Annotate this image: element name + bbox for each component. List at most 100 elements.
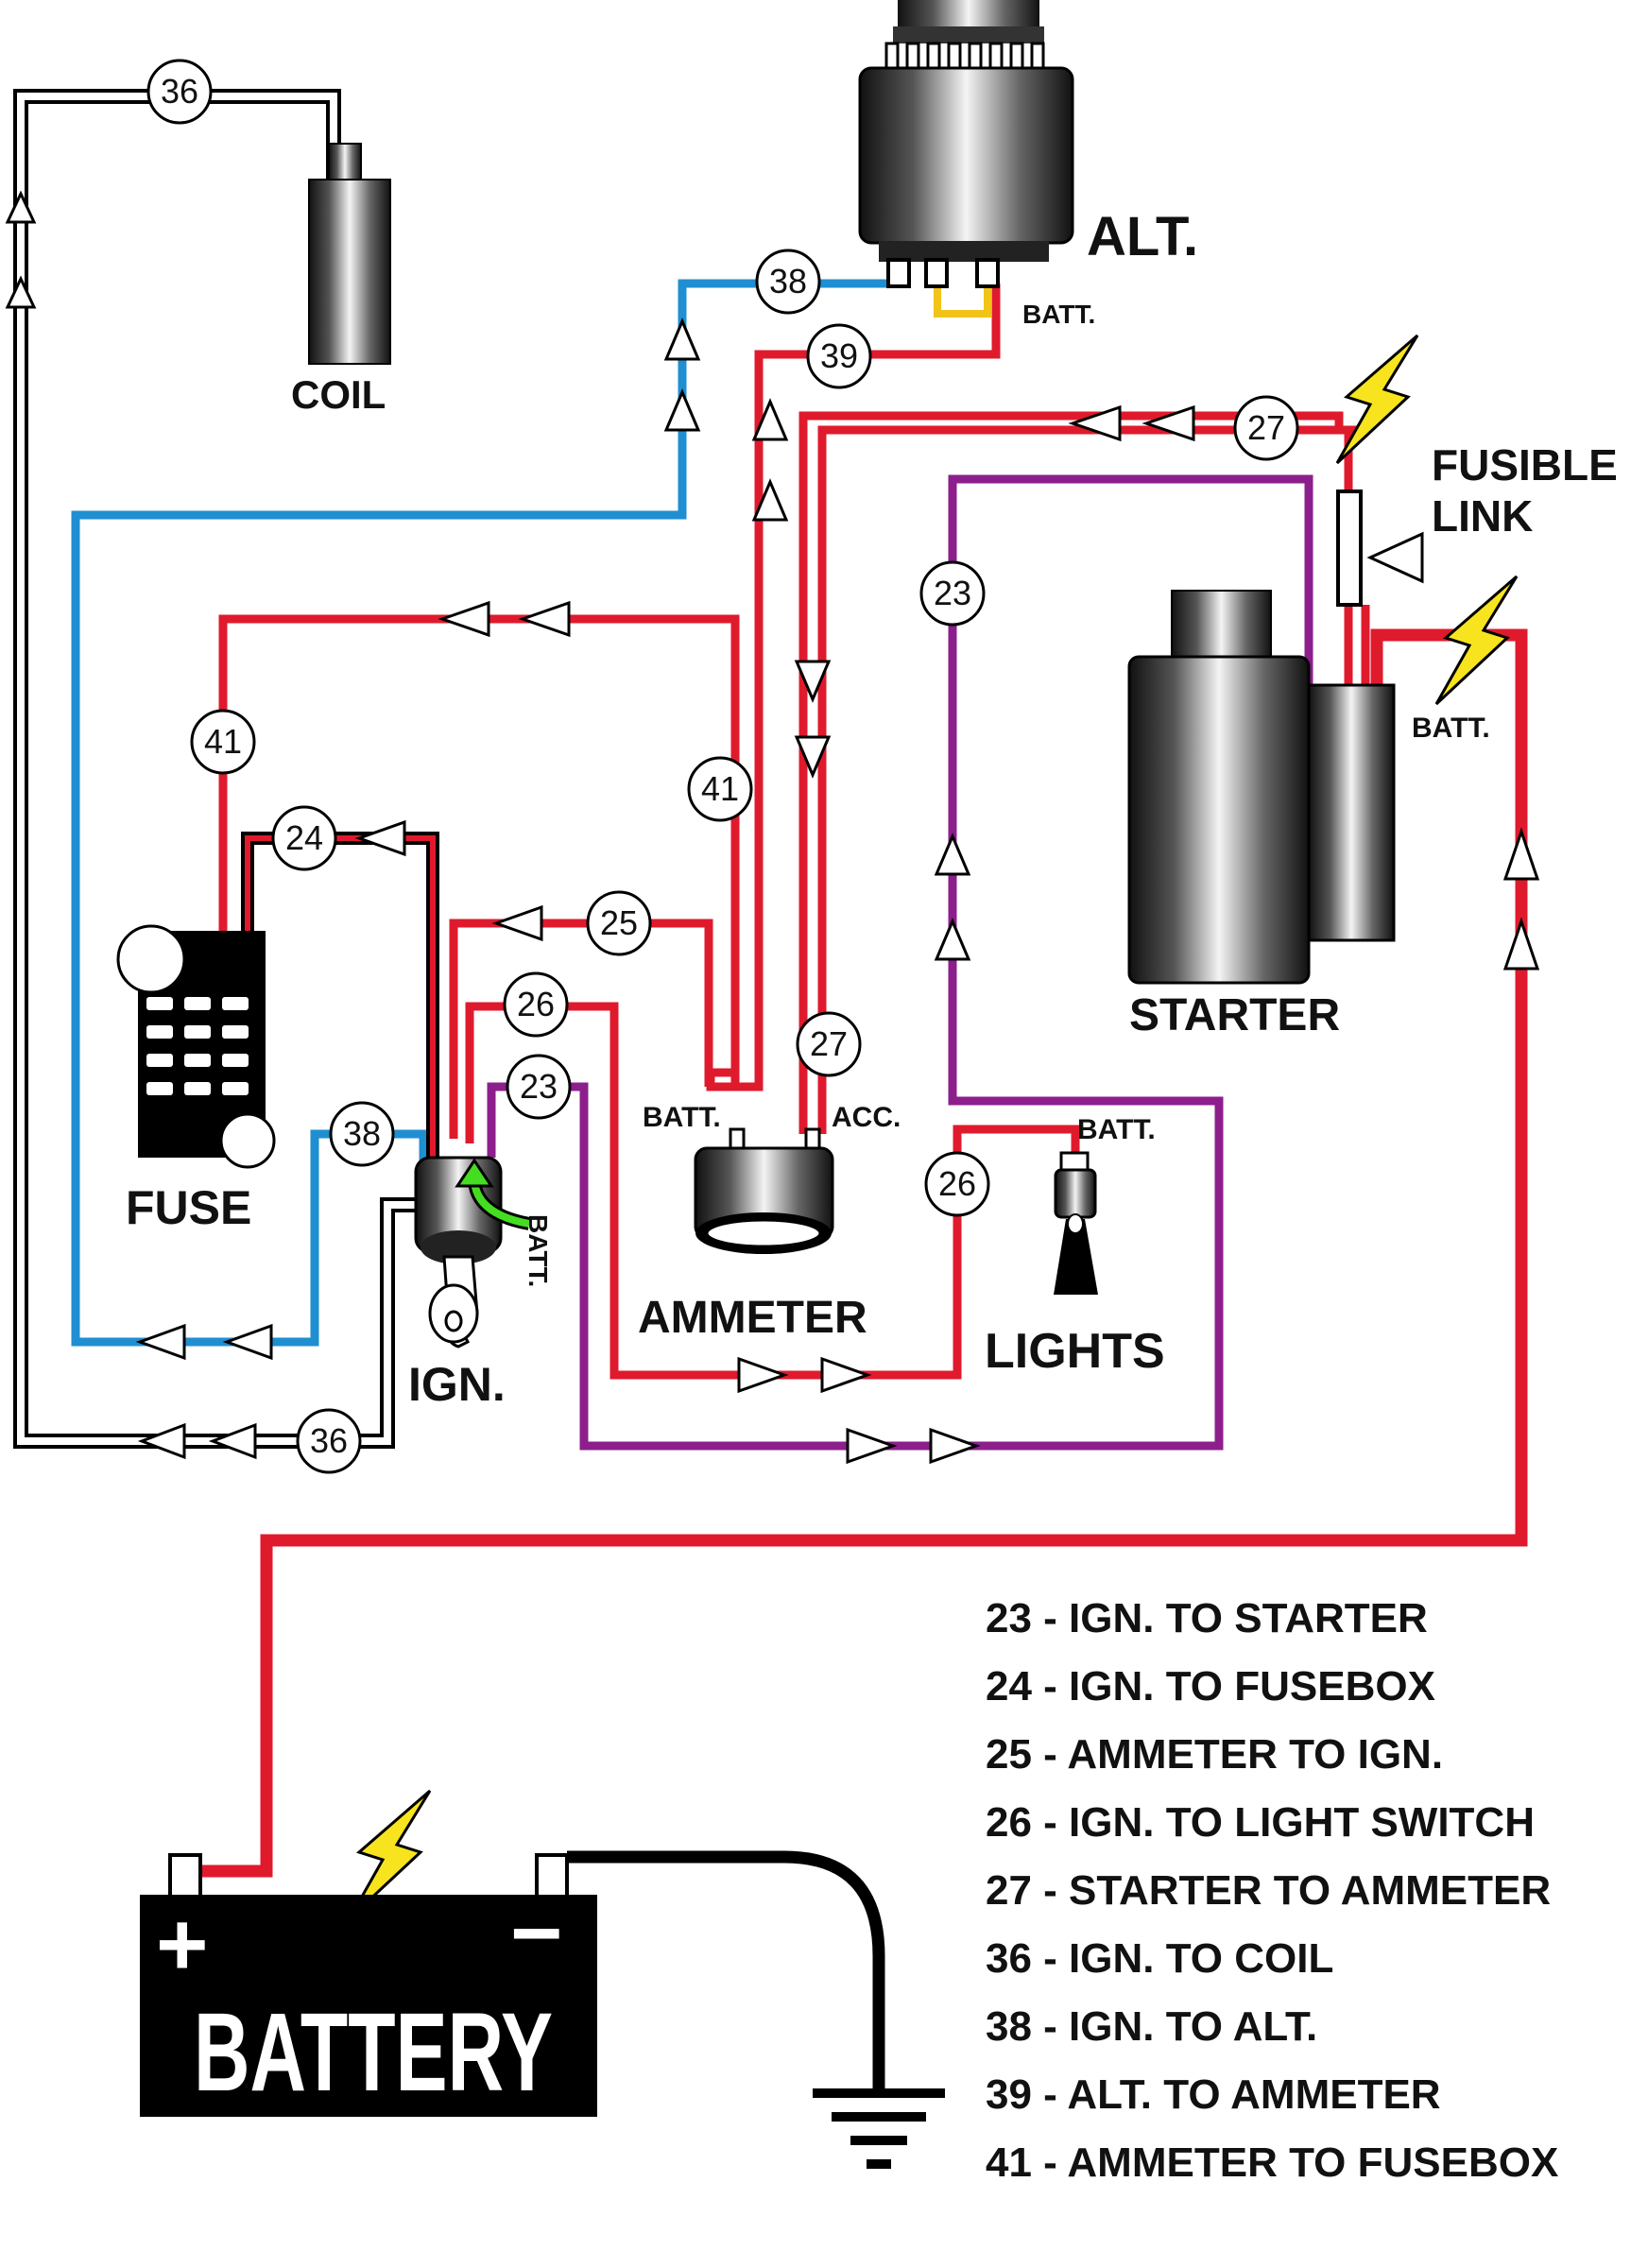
legend-item-38: 38 - IGN. TO ALT. bbox=[986, 2003, 1317, 2050]
wire-label-23-ign: 23 bbox=[506, 1054, 572, 1120]
svg-text:39: 39 bbox=[820, 336, 858, 375]
arrow-36-up-2 bbox=[5, 275, 37, 309]
arrow-36-up-1 bbox=[5, 190, 37, 224]
arrow-24-left bbox=[354, 819, 406, 857]
fuse-box bbox=[116, 924, 276, 1169]
wire-label-23-upper: 23 bbox=[919, 560, 986, 627]
wire-label-27-starter: 27 bbox=[1233, 395, 1299, 461]
arrow-batt-up-2 bbox=[1502, 917, 1540, 971]
fusible-link-label-line1: FUSIBLE bbox=[1432, 440, 1618, 490]
battery-minus-label: − bbox=[510, 1883, 562, 1984]
lightning-bolt-starter-icon bbox=[1434, 575, 1519, 706]
arrow-38-up-2 bbox=[663, 388, 701, 432]
arrow-39-up-2 bbox=[751, 478, 789, 522]
svg-text:26: 26 bbox=[517, 985, 555, 1023]
arrow-27-left-1 bbox=[1068, 404, 1122, 442]
legend-item-36: 36 - IGN. TO COIL bbox=[986, 1935, 1333, 1982]
arrow-41-left-1 bbox=[438, 600, 490, 638]
wire-39 bbox=[739, 284, 1001, 1091]
arrow-39-up-1 bbox=[751, 398, 789, 441]
light-switch bbox=[1054, 1151, 1098, 1295]
legend-item-27: 27 - STARTER TO AMMETER bbox=[986, 1867, 1551, 1914]
arrow-23-up-2 bbox=[934, 918, 971, 961]
svg-text:25: 25 bbox=[600, 903, 638, 942]
wire-27 bbox=[798, 411, 1344, 1134]
arrow-26-right-1 bbox=[737, 1356, 789, 1394]
arrow-batt-up-1 bbox=[1502, 827, 1540, 881]
svg-text:38: 38 bbox=[769, 262, 807, 301]
battery bbox=[140, 1853, 597, 2117]
wire-label-36-ign: 36 bbox=[296, 1408, 362, 1474]
fusible-link bbox=[1336, 490, 1363, 607]
wire-label-26-ign: 26 bbox=[503, 971, 569, 1038]
wire-label-25: 25 bbox=[586, 890, 652, 956]
legend-item-41: 41 - AMMETER TO FUSEBOX bbox=[986, 2139, 1558, 2186]
wire-25 bbox=[449, 919, 713, 1139]
ammeter-label: AMMETER bbox=[638, 1293, 867, 1343]
arrow-36-left-1 bbox=[137, 1422, 186, 1460]
starter-label: STARTER bbox=[1129, 990, 1340, 1040]
legend-item-26: 26 - IGN. TO LIGHT SWITCH bbox=[986, 1799, 1535, 1846]
wire-label-38-fuse: 38 bbox=[329, 1101, 395, 1167]
ammeter-batt-label: BATT. bbox=[643, 1102, 721, 1133]
ignition-switch bbox=[414, 1156, 531, 1349]
svg-text:24: 24 bbox=[285, 818, 323, 857]
wire-battery-positive bbox=[201, 628, 1528, 1878]
svg-text:41: 41 bbox=[701, 769, 739, 808]
lights-batt-label: BATT. bbox=[1077, 1114, 1156, 1145]
svg-text:38: 38 bbox=[343, 1114, 381, 1153]
ground-icon bbox=[813, 2088, 945, 2169]
svg-text:23: 23 bbox=[520, 1067, 558, 1106]
arrow-23-right-2 bbox=[929, 1427, 981, 1465]
svg-text:27: 27 bbox=[810, 1024, 848, 1063]
arrow-27-down-2 bbox=[794, 735, 832, 779]
wire-label-41-fusebox: 41 bbox=[190, 709, 256, 775]
wire-ground bbox=[567, 1850, 885, 2093]
legend-item-25: 25 - AMMETER TO IGN. bbox=[986, 1731, 1443, 1778]
legend-item-39: 39 - ALT. TO AMMETER bbox=[986, 2071, 1441, 2118]
fusible-link-pointer bbox=[1366, 531, 1424, 584]
lightning-bolt-fusible-icon bbox=[1335, 334, 1419, 465]
arrow-38-left-1 bbox=[135, 1323, 186, 1361]
starter-batt-label: BATT. bbox=[1412, 713, 1490, 744]
alternator-label: ALT. bbox=[1087, 206, 1198, 267]
fusible-link-label-line2: LINK bbox=[1432, 491, 1533, 541]
svg-text:23: 23 bbox=[934, 574, 971, 612]
ammeter bbox=[694, 1127, 834, 1254]
starter bbox=[1127, 590, 1396, 985]
wire-label-39: 39 bbox=[806, 323, 872, 389]
arrow-38-up-1 bbox=[663, 318, 701, 361]
wire-label-24: 24 bbox=[271, 805, 337, 871]
arrow-27-left-2 bbox=[1142, 404, 1195, 442]
coil bbox=[308, 143, 391, 365]
ignition-label: IGN. bbox=[408, 1358, 506, 1411]
legend: 23 - IGN. TO STARTER 24 - IGN. TO FUSEBO… bbox=[986, 1595, 1558, 2186]
wire-label-36-top: 36 bbox=[146, 59, 213, 125]
arrow-27-down-1 bbox=[794, 660, 832, 703]
arrow-38-left-2 bbox=[222, 1323, 273, 1361]
battery-plus-label: + bbox=[156, 1895, 208, 1995]
arrow-23-up-1 bbox=[934, 833, 971, 876]
battery-label: BATTERY bbox=[194, 1990, 553, 2115]
ign-batt-label: BATT. bbox=[524, 1214, 553, 1287]
arrow-41-left-2 bbox=[518, 600, 571, 638]
alt-jumper bbox=[934, 282, 991, 318]
wire-label-26-lights: 26 bbox=[924, 1151, 990, 1217]
svg-text:36: 36 bbox=[310, 1421, 348, 1460]
wire-label-38-alt: 38 bbox=[755, 249, 821, 315]
alt-batt-label: BATT. bbox=[1022, 300, 1095, 329]
svg-text:27: 27 bbox=[1247, 408, 1285, 447]
arrow-36-left-2 bbox=[208, 1422, 257, 1460]
legend-item-23: 23 - IGN. TO STARTER bbox=[986, 1595, 1428, 1641]
wire-label-27-ammeter: 27 bbox=[796, 1011, 862, 1077]
ammeter-acc-label: ACC. bbox=[832, 1102, 901, 1133]
alternator bbox=[858, 0, 1074, 288]
wire-label-41-ammeter: 41 bbox=[687, 756, 753, 822]
lights-label: LIGHTS bbox=[985, 1324, 1165, 1379]
arrow-25-left bbox=[491, 904, 543, 942]
svg-text:26: 26 bbox=[938, 1164, 976, 1203]
arrow-26-right-2 bbox=[820, 1356, 872, 1394]
coil-label: COIL bbox=[291, 372, 386, 417]
fuse-label: FUSE bbox=[126, 1181, 251, 1234]
